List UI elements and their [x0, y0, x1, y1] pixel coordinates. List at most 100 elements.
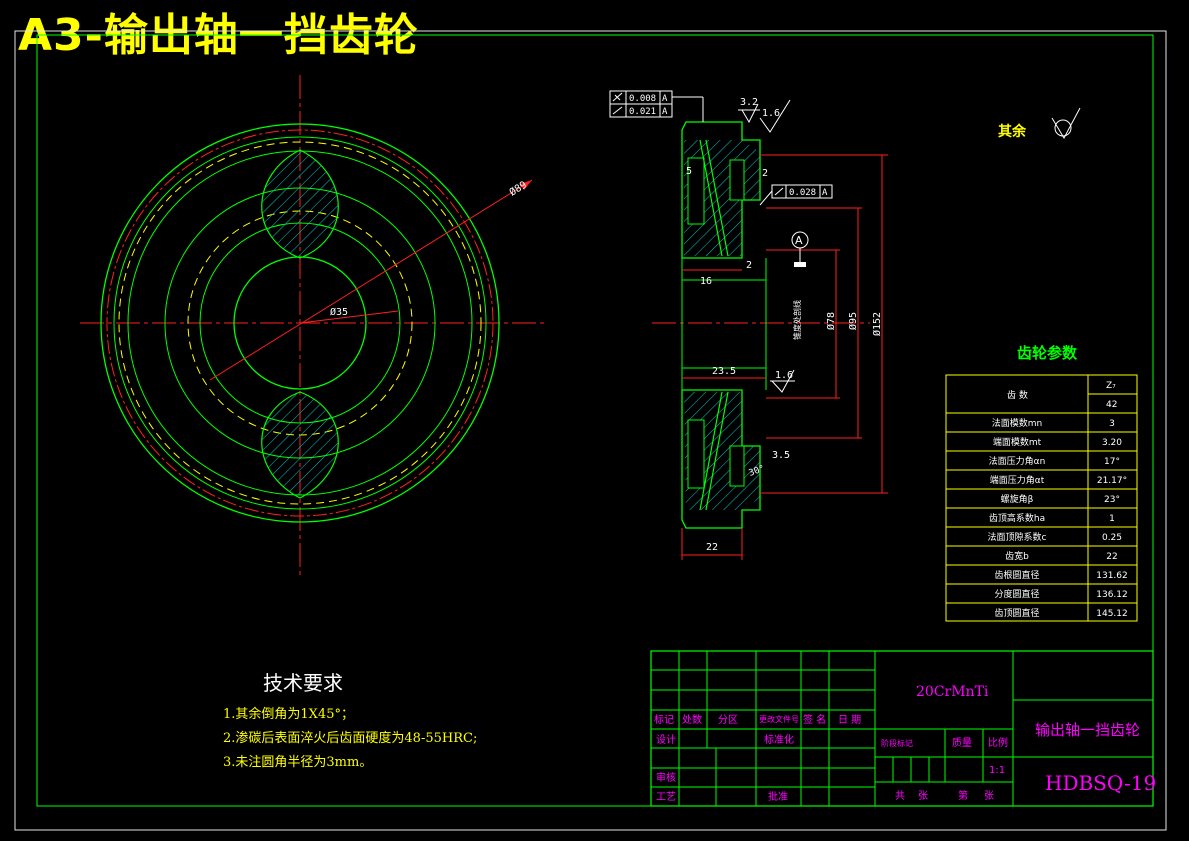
tb-biaozhunhua: 标准化	[764, 733, 794, 746]
tb-di: 第	[958, 789, 968, 802]
tb-zhang2: 张	[984, 790, 994, 802]
oil-hole-lower-2	[705, 391, 729, 511]
leader-d89	[209, 179, 533, 381]
gear-header-value: 42	[1106, 400, 1117, 410]
tb-gengai: 更改文件号	[759, 714, 799, 724]
dim-d152: Ø152	[871, 312, 883, 336]
gear-row-label: 法面模数mn	[992, 417, 1042, 429]
gear-row-label: 齿顶高系数ha	[989, 512, 1045, 524]
gear-row-value: 0.25	[1102, 533, 1122, 543]
dim-23-5: 23.5	[712, 366, 736, 377]
oil-hole-lower-1	[699, 391, 723, 511]
dim-d35: Ø35	[330, 306, 348, 318]
tech-item-2: 2.渗碳后表面淬火后齿面硬度为48-55HRC;	[223, 730, 477, 746]
gear-row-value: 1	[1109, 514, 1115, 524]
slot-lower	[687, 419, 705, 489]
gear-row-label: 分度圆直径	[994, 588, 1039, 600]
gear-row-label: 齿根圆直径	[994, 569, 1039, 581]
arrow-d89	[520, 180, 532, 190]
rough-symbol-1-6-mid	[770, 369, 795, 393]
tb-material: 20CrMnTi	[916, 684, 989, 700]
groove-upper	[729, 159, 745, 201]
gear-row-label: 端面模数mt	[993, 436, 1042, 448]
dim-d95: Ø95	[847, 312, 859, 330]
tol-leader-3	[759, 190, 773, 206]
root-circle	[113, 136, 487, 510]
gear-row-value: 22	[1106, 552, 1117, 562]
gear-row-label: 法面顶隙系数c	[988, 531, 1047, 543]
tol1-value: 0.008	[629, 94, 656, 104]
dim-3-5: 3.5	[772, 450, 790, 461]
lens-cut-top	[261, 149, 339, 259]
gear-row-value: 17°	[1104, 457, 1120, 467]
gear-param-table: 齿 数 Z₇ 42 法面模数mn 3 端面模数mt 3.20 法面压力角αn 17° 端面压…	[945, 374, 1138, 622]
rough-symbol-3-2	[738, 103, 760, 124]
gear-row-value: 145.12	[1096, 609, 1128, 619]
section-view: Ø78 Ø95 Ø152 16 23.5 22 5 2 2 3.5 30° A …	[609, 90, 888, 560]
tol1-ref: A	[662, 94, 668, 104]
gear-header-label: 齿 数	[1007, 389, 1028, 401]
tol3-value: 0.028	[789, 188, 816, 198]
dim-2-upper: 2	[762, 168, 768, 179]
gear-row-value: 21.17°	[1097, 476, 1127, 486]
groove-lower	[729, 445, 745, 487]
datum-label: A	[795, 234, 803, 247]
pitch-circle	[106, 129, 494, 517]
lens-cut-bottom	[261, 391, 339, 499]
dim-5: 5	[686, 166, 692, 177]
dim-d78: Ø78	[825, 312, 837, 330]
tb-jieduan: 阶段标记	[881, 738, 913, 748]
tb-fenqu: 分区	[718, 714, 738, 726]
gear-header-unit: Z₇	[1106, 381, 1116, 391]
tb-part-name: 输出轴一挡齿轮	[1035, 721, 1140, 739]
gear-row-value: 131.62	[1096, 571, 1128, 581]
gear-row-label: 法面压力角αn	[989, 455, 1046, 467]
gear-table-title: 齿轮参数	[1017, 344, 1078, 362]
tech-title: 技术要求	[263, 671, 343, 695]
tb-scale: 1:1	[989, 765, 1005, 776]
gear-row-value: 136.12	[1096, 590, 1128, 600]
tb-zhiliang: 质量	[952, 737, 972, 749]
tol-frame-3: 0.028 A	[771, 184, 833, 199]
dim-22: 22	[706, 542, 718, 553]
tol2-value: 0.021	[629, 107, 656, 117]
tb-drawing-no: HDBSQ-19	[1045, 771, 1156, 795]
outer-frame	[14, 30, 1167, 831]
rough-3-2: 3.2	[740, 97, 758, 108]
rough-1-6-top: 1.6	[762, 108, 780, 119]
gear-row-label: 齿顶圆直径	[994, 607, 1039, 619]
rough-symbol-1-6-top	[759, 99, 791, 133]
gear-row-value: 3	[1109, 419, 1115, 429]
slot-upper	[687, 157, 705, 225]
tb-riqi: 日 期	[838, 714, 861, 726]
tb-sheji: 设计	[656, 733, 676, 746]
tb-biaoji: 标记	[654, 714, 674, 726]
outer-circle	[100, 123, 500, 523]
tb-gongyi: 工艺	[656, 791, 676, 803]
gear-row-label: 端面压力角αt	[990, 474, 1045, 486]
tb-shenhe: 审核	[656, 771, 676, 784]
oil-hole-upper-1	[699, 139, 723, 257]
oil-hole-upper-2	[705, 139, 729, 257]
roughness-symbol-icon	[1051, 107, 1081, 140]
front-view: Ø89 Ø35	[80, 75, 545, 575]
gear-row-value: 3.20	[1102, 438, 1122, 448]
side-note: 锥度处剖线	[792, 300, 802, 340]
tol-frame-1: 0.008 A	[609, 90, 673, 105]
dim-16: 16	[700, 276, 712, 287]
dim-d89: Ø89	[507, 179, 529, 199]
tol3-ref: A	[822, 188, 828, 198]
tb-pizhun: 批准	[768, 790, 788, 803]
leader-d35	[299, 310, 399, 324]
dim-2-lower: 2	[746, 260, 752, 271]
tech-item-3: 3.未注圆角半径为3mm。	[223, 755, 372, 770]
tech-item-1: 1.其余倒角为1X45°；	[223, 706, 354, 722]
surface-note: 其余	[998, 123, 1027, 140]
tb-zhang1: 张	[918, 790, 928, 802]
tb-qianming: 签 名	[803, 713, 826, 726]
datum-base	[794, 262, 806, 267]
dashed-circle-outer	[118, 141, 482, 505]
tol2-ref: A	[662, 107, 668, 117]
tb-gong: 共	[895, 790, 905, 802]
